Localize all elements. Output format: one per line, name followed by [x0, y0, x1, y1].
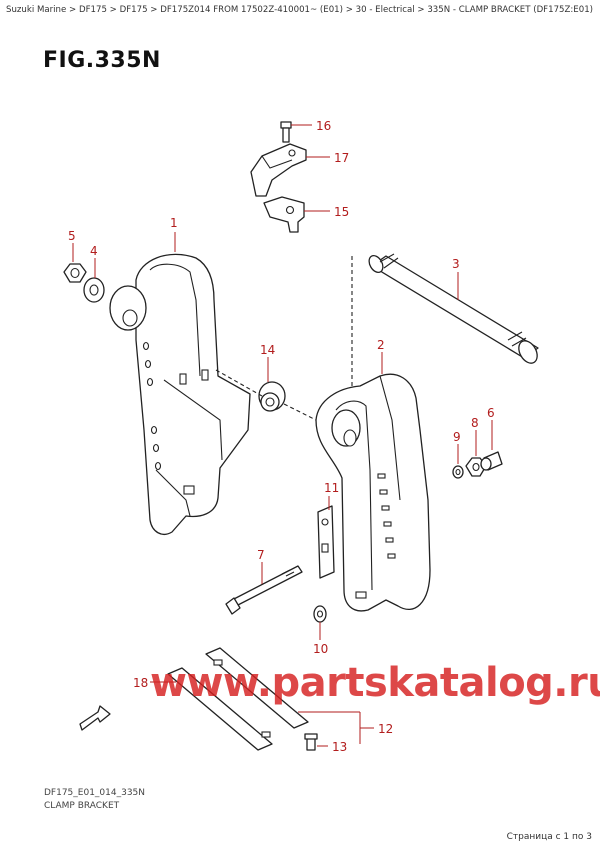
- callout-3[interactable]: 3: [452, 257, 460, 271]
- part-1-clamp-bracket-left: 1: [109, 216, 251, 535]
- part-10-washer: 10: [313, 605, 328, 656]
- callout-6[interactable]: 6: [487, 406, 495, 420]
- callout-11[interactable]: 11: [324, 481, 339, 495]
- part-16-bolt: 16: [280, 119, 331, 143]
- callout-16[interactable]: 16: [316, 119, 331, 133]
- callout-14[interactable]: 14: [260, 343, 275, 357]
- part-4-washer: 4: [83, 244, 105, 303]
- callout-15[interactable]: 15: [334, 205, 349, 219]
- callout-9[interactable]: 9: [453, 430, 461, 444]
- callout-2[interactable]: 2: [377, 338, 385, 352]
- part-5-nut: 5: [63, 229, 87, 283]
- callout-17[interactable]: 17: [334, 151, 349, 165]
- part-17-cover: 17: [250, 143, 349, 197]
- fwd-arrow-icon: [79, 705, 111, 731]
- part-7-bolt: 7: [225, 548, 303, 615]
- part-3-tilt-tube: 3: [368, 253, 539, 364]
- pager: Страница с 1 по 3: [506, 832, 592, 842]
- callout-12[interactable]: 12: [378, 722, 393, 736]
- part-12-pad: 12: [167, 647, 393, 751]
- part-18: 18: [133, 676, 176, 690]
- callout-13[interactable]: 13: [332, 740, 347, 754]
- callout-5[interactable]: 5: [68, 229, 76, 243]
- breadcrumb[interactable]: Suzuki Marine > DF175 > DF175 > DF175Z01…: [6, 5, 594, 15]
- figure-code: DF175_E01_014_335N: [44, 788, 146, 798]
- part-15-bracket: 15: [263, 196, 349, 233]
- part-14-grommet: 14: [258, 343, 286, 412]
- figure-title: FIG.335N: [43, 48, 161, 73]
- part-13-screw: 13: [304, 733, 347, 754]
- watermark-logo: www.partskatalog.ru: [150, 660, 600, 706]
- part-9-washer: 9: [452, 430, 464, 479]
- callout-8[interactable]: 8: [471, 416, 479, 430]
- part-6-cap: 6: [480, 406, 503, 471]
- figure-name: CLAMP BRACKET: [44, 801, 120, 811]
- callout-4[interactable]: 4: [90, 244, 98, 258]
- part-2-clamp-bracket-right: 2: [315, 338, 431, 612]
- callout-10[interactable]: 10: [313, 642, 328, 656]
- callout-18[interactable]: 18: [133, 676, 148, 690]
- callout-7[interactable]: 7: [257, 548, 265, 562]
- callout-1[interactable]: 1: [170, 216, 178, 230]
- part-11-plate: 11: [317, 481, 339, 579]
